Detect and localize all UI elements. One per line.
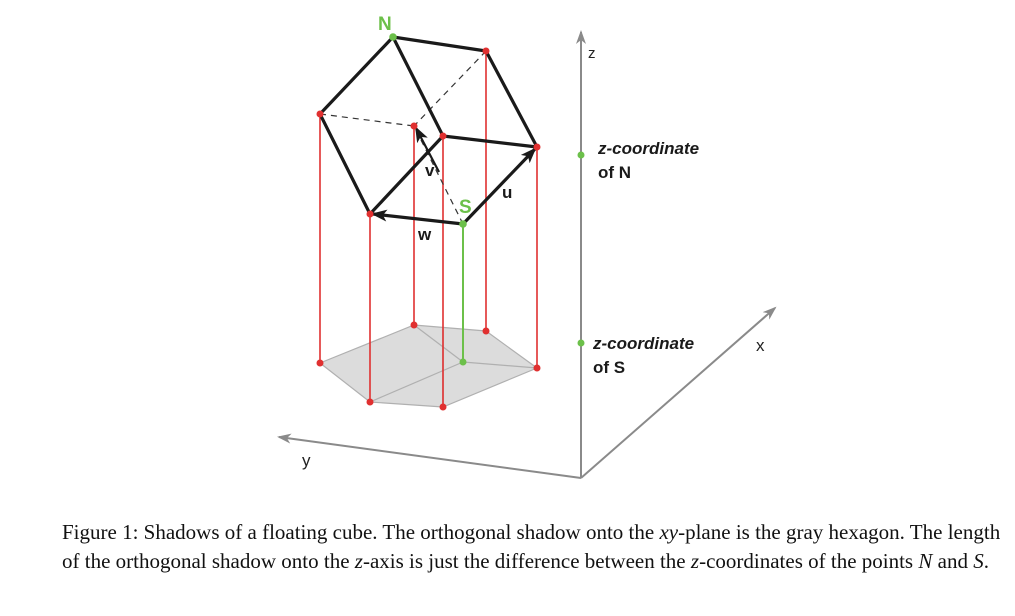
highlight-dots xyxy=(389,33,585,366)
shadow-vertex-dot xyxy=(316,359,324,367)
shadow-vertex-dot xyxy=(533,364,541,372)
vector-u xyxy=(461,147,537,226)
hidden-edge xyxy=(319,113,415,127)
cube-shadow-diagram: z x y xyxy=(277,14,777,479)
vertex-dot xyxy=(482,47,490,55)
shadow-vertex-dot xyxy=(482,327,490,335)
south-vertex-dot xyxy=(459,220,467,228)
vertex-dot xyxy=(533,143,541,151)
z-of-north-line1: z-coordinate xyxy=(597,139,699,158)
z-of-south-annotation: z-coordinate of S xyxy=(592,334,699,377)
figure-caption: Figure 1: Shadows of a floating cube. Th… xyxy=(62,518,1002,576)
cube-edge xyxy=(318,112,372,216)
cube-edge xyxy=(368,134,445,216)
z-of-south-dot xyxy=(577,339,585,347)
shadow-edge xyxy=(369,361,464,403)
caption-math: S xyxy=(973,549,984,573)
vector-u-label: u xyxy=(502,183,512,202)
z-axis-label: z xyxy=(588,45,596,62)
shadow-hexagon xyxy=(318,324,539,408)
north-vertex-dot xyxy=(389,33,397,41)
shadow-edge xyxy=(462,361,538,369)
caption-text: and xyxy=(932,549,974,573)
vertex-dot xyxy=(316,110,324,118)
north-point-label: N xyxy=(378,14,392,35)
caption-math: xy xyxy=(659,520,679,544)
shadow-vertex-dot xyxy=(410,321,418,329)
caption-math: z xyxy=(354,549,363,573)
z-of-south-line2: of S xyxy=(593,358,625,377)
caption-text: -coordinates of the points xyxy=(699,549,919,573)
vertices xyxy=(316,47,541,411)
vector-w xyxy=(371,209,464,226)
xy-shadow xyxy=(318,324,539,408)
vectors xyxy=(371,126,537,226)
projection-lines xyxy=(319,51,538,407)
y-axis xyxy=(277,433,582,479)
vector-w-label: w xyxy=(417,225,432,244)
axes xyxy=(277,30,777,479)
caption-figure-label: Figure 1: xyxy=(62,520,139,544)
x-axis-label: x xyxy=(756,336,765,355)
y-axis-label: y xyxy=(302,451,311,470)
shadow-vertex-dot xyxy=(439,403,447,411)
vertex-dot xyxy=(366,210,374,218)
hidden-edge xyxy=(413,50,487,127)
vertex-dot xyxy=(410,122,418,130)
z-of-north-annotation: z-coordinate of N xyxy=(597,139,704,182)
shadow-vertex-dot xyxy=(366,398,374,406)
south-shadow-dot xyxy=(459,358,467,366)
cube-edges xyxy=(318,35,539,216)
vector-v-label: v xyxy=(425,161,435,180)
vector-v xyxy=(415,126,440,173)
caption-text: . xyxy=(983,549,989,573)
cube-edge xyxy=(391,35,445,138)
south-point-label: S xyxy=(459,197,472,218)
caption-text: -plane is the gray hexagon. The length o… xyxy=(62,520,1001,573)
vertex-dot xyxy=(439,132,447,140)
cube-edge xyxy=(391,35,488,53)
x-axis xyxy=(580,306,777,479)
z-of-north-dot xyxy=(577,151,585,159)
caption-text: Shadows of a floating cube. The orthogon… xyxy=(143,520,660,544)
cube-edge xyxy=(441,134,539,149)
z-of-north-line2: of N xyxy=(598,163,631,182)
caption-math: z xyxy=(690,549,700,573)
caption-math: N xyxy=(918,549,933,573)
cube-edge xyxy=(318,35,395,116)
shadow-edge xyxy=(413,324,464,363)
cube-edge xyxy=(484,49,539,149)
caption-text: -axis is just the difference between the xyxy=(362,549,691,573)
z-of-south-line1: z-coordinate xyxy=(592,334,694,353)
